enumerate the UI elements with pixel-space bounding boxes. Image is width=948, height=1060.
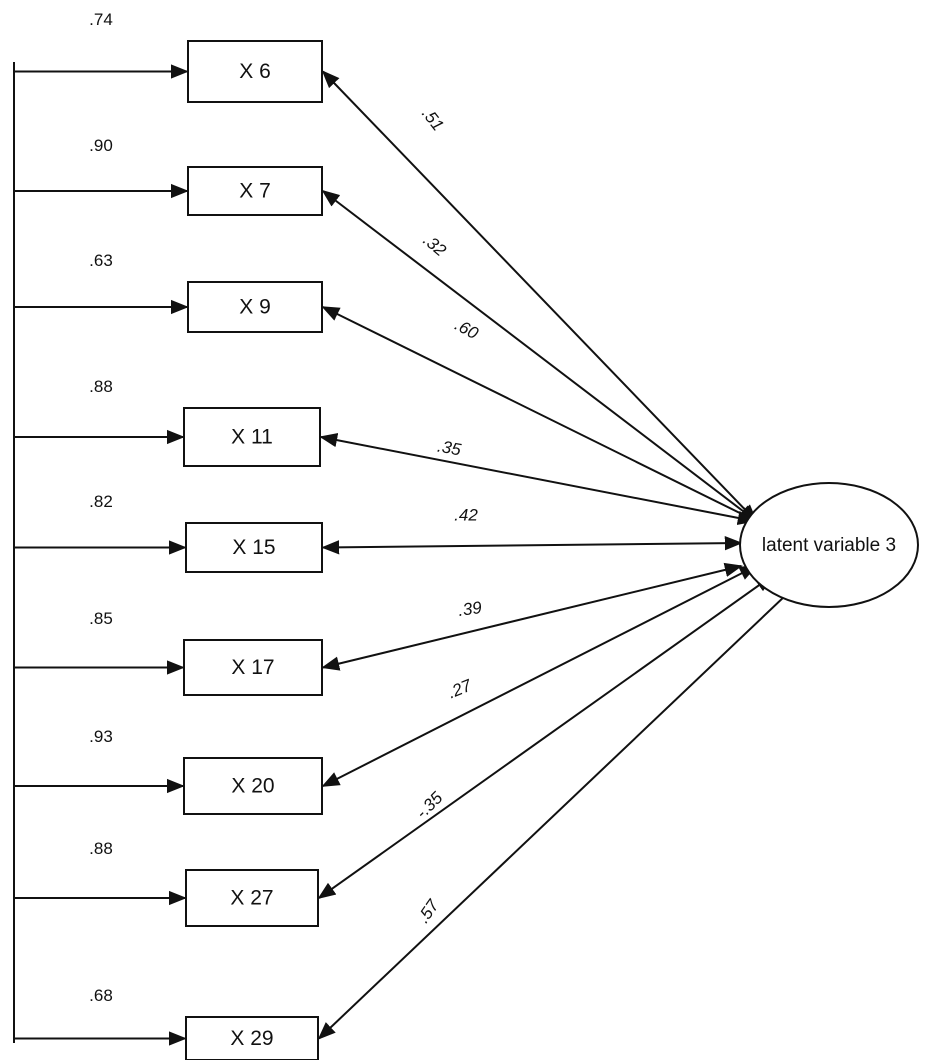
- loading-arrow-x15: [321, 535, 743, 555]
- indicator-label-x15: X 15: [232, 536, 275, 559]
- indicator-x27: X 27: [185, 869, 319, 927]
- latent-variable-node: latent variable 3: [739, 482, 919, 608]
- indicator-box-x11: [183, 407, 321, 467]
- indicator-box-x29: [185, 1016, 319, 1060]
- loading-arrow-x17: [321, 562, 743, 671]
- loading-arrow-x27: [317, 574, 774, 900]
- indicator-label-x17: X 17: [231, 656, 274, 679]
- loading-label-x27: -.35: [412, 788, 447, 823]
- indicator-box-x15: [185, 522, 323, 573]
- loading-label-x7: .32: [419, 230, 450, 260]
- loading-arrow-x9: [321, 306, 758, 522]
- indicator-box-x6: [187, 40, 323, 103]
- error-variance-label-x29: .68: [89, 986, 113, 1005]
- loading-arrow-x7: [321, 189, 758, 523]
- loading-arrow-x6: [321, 70, 758, 523]
- error-variance-label-x6: .74: [89, 10, 113, 29]
- error-paths: .74 .90 .63 .88 .82 .85 .93 .88 .68: [14, 10, 189, 1046]
- error-variance-label-x15: .82: [89, 492, 113, 511]
- loading-label-x6: .51: [418, 104, 448, 134]
- indicator-label-x29: X 29: [230, 1027, 273, 1050]
- error-variance-label-x9: .63: [89, 251, 113, 270]
- indicator-x15: X 15: [185, 522, 323, 573]
- indicator-x20: X 20: [183, 757, 323, 815]
- error-variance-label-x11: .88: [89, 377, 113, 396]
- latent-ellipse: [739, 482, 919, 608]
- indicator-box-x9: [187, 281, 323, 333]
- indicator-label-x11: X 11: [231, 426, 273, 449]
- loading-label-x17: .39: [457, 598, 484, 620]
- indicator-box-x7: [187, 166, 323, 216]
- indicator-label-x9: X 9: [239, 296, 271, 319]
- indicator-label-x20: X 20: [231, 775, 274, 798]
- loading-paths: .51 .32 .60 .35 .42 .39 .27 -.35 .57: [317, 70, 808, 1040]
- indicator-label-x7: X 7: [239, 180, 271, 203]
- error-variance-label-x20: .93: [89, 727, 113, 746]
- loading-label-x15: .42: [454, 505, 478, 524]
- indicator-box-x17: [183, 639, 323, 696]
- indicator-boxes: X 6 X 7 X 9 X 11 X 15 X 17 X 20 X 27 X 29: [183, 40, 323, 1060]
- indicator-x6: X 6: [187, 40, 323, 103]
- indicator-box-x27: [185, 869, 319, 927]
- error-variance-label-x17: .85: [89, 609, 113, 628]
- loading-arrow-x11: [319, 433, 756, 525]
- indicator-x7: X 7: [187, 166, 323, 216]
- latent-label: latent variable 3: [762, 535, 896, 556]
- indicator-x29: X 29: [185, 1016, 319, 1060]
- error-variance-label-x7: .90: [89, 136, 113, 155]
- loading-label-x11: .35: [436, 437, 463, 460]
- indicator-x11: X 11: [183, 407, 321, 467]
- loading-label-x9: .60: [452, 315, 482, 343]
- loading-label-x20: .27: [445, 676, 475, 703]
- loading-label-x29: .57: [414, 896, 443, 927]
- indicator-box-x20: [183, 757, 323, 815]
- loading-arrow-x20: [321, 565, 758, 787]
- indicator-x9: X 9: [187, 281, 323, 333]
- indicator-x17: X 17: [183, 639, 323, 696]
- indicator-label-x6: X 6: [239, 60, 271, 83]
- indicator-label-x27: X 27: [230, 887, 273, 910]
- error-variance-label-x27: .88: [89, 839, 113, 858]
- loading-arrow-x29: [317, 574, 808, 1040]
